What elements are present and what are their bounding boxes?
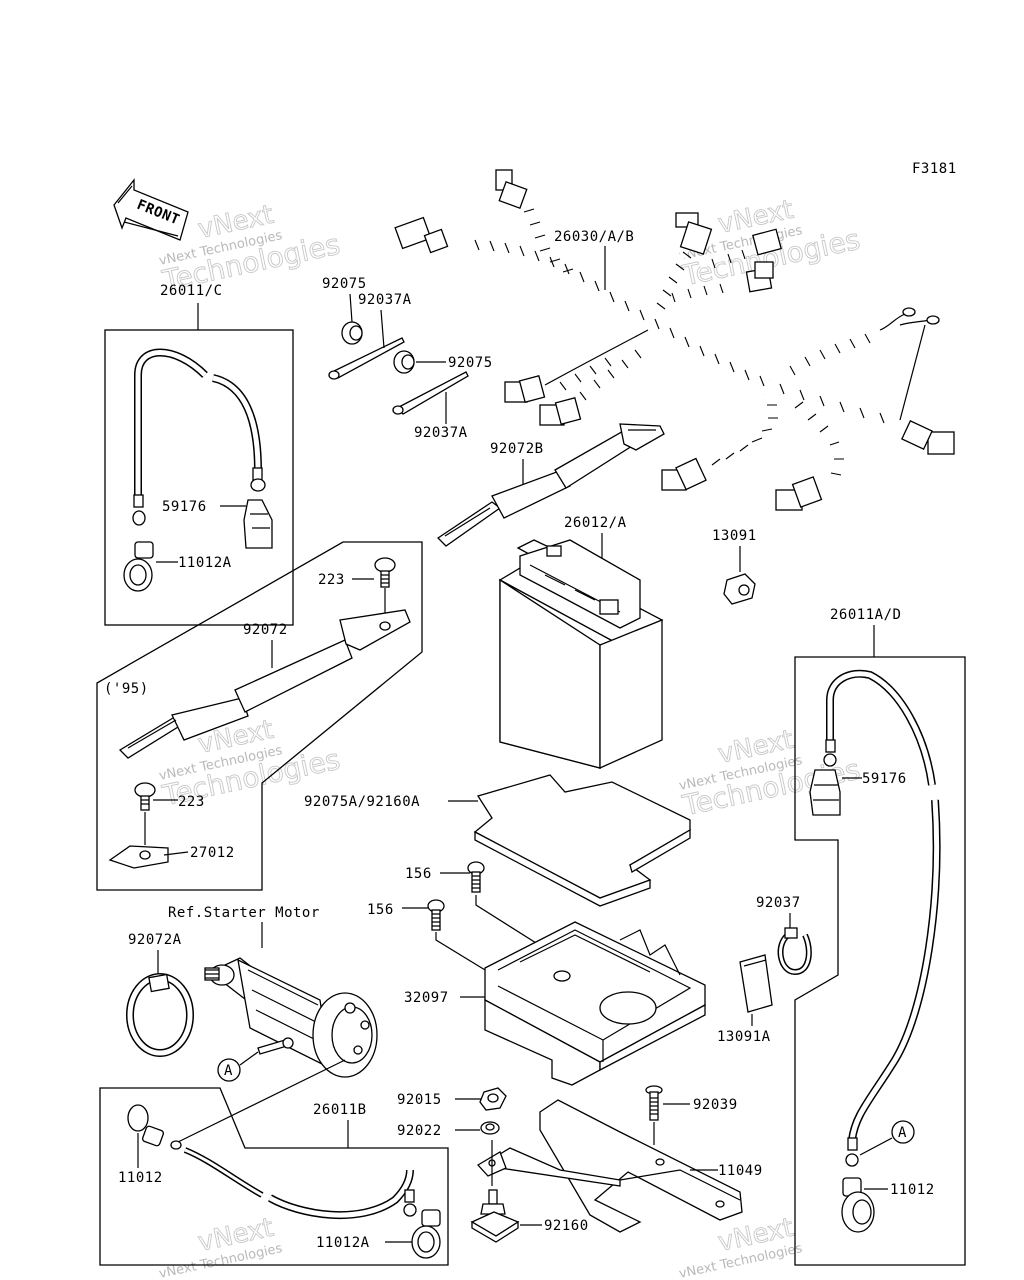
cable-b-box	[99, 1087, 449, 1266]
label-variant-95: ('95)	[104, 681, 149, 697]
terminal-11012a-bottom	[411, 1209, 441, 1259]
terminal-11012a-left	[123, 541, 154, 592]
callout-marker-left: A	[224, 1063, 233, 1079]
nut-92015	[479, 1087, 507, 1111]
label-stud: 92039	[693, 1097, 738, 1113]
label-cotter-1: 92037A	[358, 292, 412, 308]
label-bolt-bottom: 223	[178, 794, 205, 810]
terminal-11012-left	[127, 1104, 164, 1147]
battery-cable-26011b	[170, 1059, 417, 1220]
label-cable-ad: 26011A/D	[830, 607, 901, 623]
label-pad: 92075A/92160A	[304, 794, 420, 810]
label-battery: 26012/A	[564, 515, 627, 531]
battery-26012a	[498, 539, 664, 770]
watermark-top-left: vNext Technologies vNext Technologies	[158, 199, 344, 298]
grommet-1-leader	[349, 293, 353, 323]
label-bolt-top: 223	[318, 572, 345, 588]
bracket-leader	[163, 851, 189, 856]
label-cable-c: 26011/C	[160, 283, 223, 299]
watermark-bottom-left: vNext Technologies vNext	[158, 1212, 284, 1280]
battery-strap-92072b	[436, 423, 665, 547]
terminal-cap-right	[809, 769, 841, 816]
battery-cable-c	[132, 348, 266, 526]
label-clamp-a: 13091A	[717, 1029, 771, 1045]
label-cap-left: 59176	[162, 499, 207, 515]
label-strap: 92072	[243, 622, 288, 638]
label-cable-b: 26011B	[313, 1102, 367, 1118]
wiring-harness	[394, 169, 955, 511]
label-strap-b: 92072B	[490, 441, 544, 457]
label-cotter-2: 92037A	[414, 425, 468, 441]
label-harness: 26030/A/B	[554, 229, 634, 245]
washer-92022	[480, 1121, 500, 1135]
starter-motor	[204, 957, 378, 1078]
front-arrow-icon	[113, 178, 189, 241]
cotter-1-leader	[380, 309, 385, 349]
cotter-pin-92037a-a	[328, 337, 405, 380]
band-92072a	[126, 973, 194, 1057]
damper-92160	[470, 1189, 520, 1243]
pad-92075a-92160a	[473, 774, 691, 907]
starter-bolt	[257, 1037, 294, 1055]
terminal-11012-right	[841, 1177, 875, 1233]
label-washer: 92022	[397, 1123, 442, 1139]
label-case: 32097	[404, 990, 449, 1006]
battery-strap-92072	[118, 609, 411, 759]
label-nut: 92015	[397, 1092, 442, 1108]
grommet-92075-b	[393, 350, 415, 374]
callout-marker-right: A	[898, 1125, 907, 1141]
label-cap-right: 59176	[862, 771, 907, 787]
callout-a-right-leader	[859, 1137, 893, 1156]
bolt-156-a	[467, 861, 485, 893]
bolt-156-b-guide	[435, 932, 491, 974]
callout-a-left-leader	[239, 1051, 259, 1066]
cotter-pin-92037a-b	[392, 371, 469, 415]
band-92037	[777, 927, 812, 976]
callout-circle-a-right	[891, 1120, 915, 1144]
battery-cable-26011a-d	[823, 669, 941, 1167]
plate-11049	[476, 1099, 743, 1233]
clamp-13091a	[739, 954, 773, 1013]
label-grommet-2: 92075	[448, 355, 493, 371]
bracket-27012	[108, 845, 169, 869]
label-bolt-156-a: 156	[405, 866, 432, 882]
label-terminal-1: 11012	[118, 1170, 163, 1186]
label-terminal-a-bottom: 11012A	[316, 1235, 370, 1251]
bolt-223-top	[374, 557, 396, 588]
cable-ad-box	[794, 656, 966, 1266]
watermark-bottom-right: vNext Technologies vNext	[678, 1212, 804, 1280]
front-arrow: FRONT	[113, 178, 189, 241]
label-plate: 11049	[718, 1163, 763, 1179]
bolt-223-bottom	[134, 782, 156, 811]
label-terminal-a-left: 11012A	[178, 555, 232, 571]
bolt-156-b	[427, 899, 445, 931]
clamp-13091	[723, 573, 756, 605]
label-clamp: 13091	[712, 528, 757, 544]
label-strap-a: 92072A	[128, 932, 182, 948]
terminal-cap-left	[243, 499, 273, 549]
stud-92039	[645, 1085, 663, 1121]
label-reference-note: Ref.Starter Motor	[168, 905, 320, 921]
label-band: 92037	[756, 895, 801, 911]
grommet-92075-a	[341, 321, 363, 345]
variant-95-box	[96, 541, 423, 891]
label-bracket: 27012	[190, 845, 235, 861]
battery-case-32097	[484, 921, 706, 1086]
label-bolt-156-b: 156	[367, 902, 394, 918]
label-terminal-2: 11012	[890, 1182, 935, 1198]
label-grommet-1: 92075	[322, 276, 367, 292]
label-damper: 92160	[544, 1218, 589, 1234]
figure-code: F3181	[912, 161, 957, 177]
bolt-156-a-guide	[475, 895, 564, 961]
callout-circle-a-left	[217, 1058, 241, 1082]
